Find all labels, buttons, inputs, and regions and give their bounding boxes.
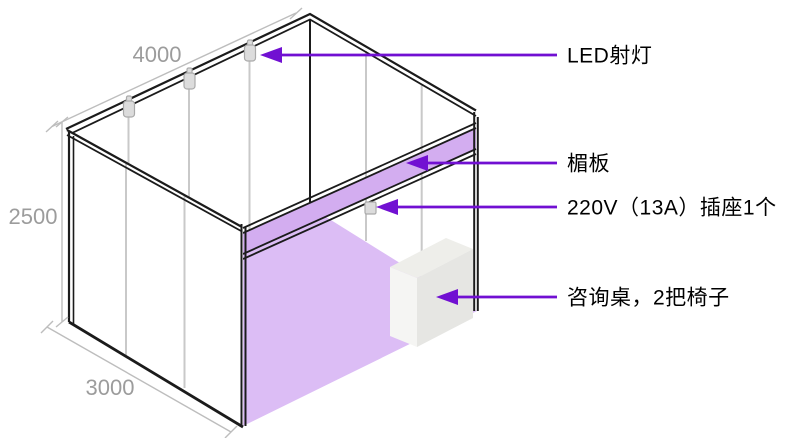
top-rails [65, 12, 477, 136]
arrow-socket [376, 199, 557, 215]
label-led-spotlight: LED射灯 [567, 44, 653, 68]
led-spotlight-icon [122, 95, 136, 118]
label-fascia: 楣板 [567, 152, 610, 176]
led-spotlights [122, 39, 257, 118]
dimension-labels: 4000 2500 3000 [9, 42, 182, 400]
power-socket-icon [364, 201, 377, 215]
led-spotlight-icon [183, 67, 196, 90]
dim-bottom-depth: 3000 [86, 375, 135, 400]
dim-top-width: 4000 [133, 42, 182, 67]
arrow-table [436, 289, 557, 305]
front-right-post [473, 112, 479, 311]
callout-arrows [260, 47, 557, 305]
label-table-chairs: 咨询桌，2把椅子 [567, 286, 730, 310]
arrow-led-spotlight [260, 47, 557, 63]
dimension-lines [40, 7, 303, 438]
left-wall [66, 129, 244, 429]
consultation-table [390, 238, 473, 347]
dim-left-height: 2500 [9, 204, 58, 229]
led-spotlight-icon [243, 39, 257, 62]
front-left-post [240, 224, 247, 426]
arrow-fascia [406, 155, 557, 171]
label-socket: 220V（13A）插座1个 [567, 196, 777, 220]
